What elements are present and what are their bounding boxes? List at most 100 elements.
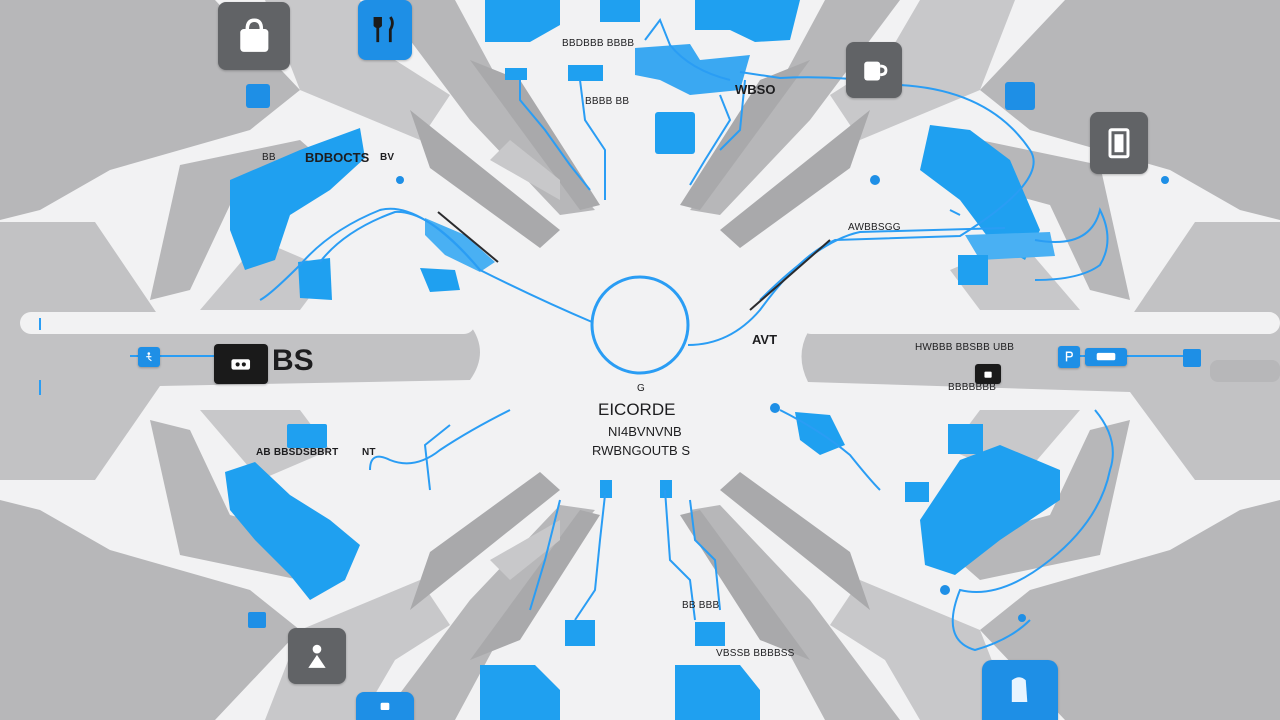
road-ne-2 bbox=[830, 0, 1015, 140]
pin-dot-2 bbox=[870, 175, 880, 185]
road-north-mid bbox=[490, 140, 560, 200]
fork-knife-glyph bbox=[373, 16, 395, 43]
area-bottom-left bbox=[480, 665, 560, 720]
shopping-bag-glyph bbox=[239, 18, 269, 52]
info-icon[interactable] bbox=[356, 692, 414, 720]
road-east-main bbox=[801, 222, 1280, 480]
info-glyph bbox=[380, 703, 390, 711]
road-south-mid bbox=[490, 520, 560, 580]
route-east-far bbox=[1034, 207, 1109, 281]
area-top-block bbox=[655, 112, 695, 154]
area-south-block-1 bbox=[600, 480, 612, 498]
area-top-right bbox=[695, 0, 800, 42]
luggage-icon[interactable] bbox=[982, 660, 1058, 720]
area-sw-terminal bbox=[225, 462, 360, 600]
area-bottom-left-b bbox=[565, 620, 595, 646]
label-center-line3: RWBNGOUTB S bbox=[592, 443, 690, 458]
restroom-icon[interactable] bbox=[288, 628, 346, 684]
road-sw-3 bbox=[380, 505, 595, 720]
route-west-loop bbox=[259, 207, 593, 323]
baggage-icon[interactable] bbox=[975, 364, 1001, 384]
route-se-loop bbox=[951, 409, 1114, 652]
area-w-small bbox=[420, 268, 460, 292]
area-ne-terminal bbox=[920, 125, 1040, 260]
area-top-gate bbox=[635, 44, 750, 95]
route-top-right-feeder-2 bbox=[719, 79, 746, 151]
label-bottom-pair: BB BBB bbox=[682, 600, 720, 611]
coffee-icon[interactable] bbox=[846, 42, 902, 98]
road-se-4 bbox=[720, 472, 870, 610]
label-left-cluster-sub: BB bbox=[262, 152, 276, 163]
parking-icon[interactable] bbox=[1058, 346, 1080, 368]
route-south-left bbox=[574, 494, 606, 621]
road-sw-4 bbox=[410, 472, 560, 610]
area-ne-extra bbox=[965, 232, 1055, 260]
area-se-terminal bbox=[920, 445, 1060, 575]
label-left-big: BS bbox=[272, 344, 314, 377]
accessibility-icon[interactable] bbox=[138, 347, 160, 367]
label-right-road: HWBBB BBSBB UBB bbox=[915, 342, 1015, 353]
map-pins bbox=[246, 82, 1201, 628]
route-south-left-2 bbox=[529, 499, 561, 611]
terminal-areas bbox=[225, 0, 1060, 720]
label-center-line2: NI4BVNVNB bbox=[608, 424, 682, 439]
pin-dot-3 bbox=[1161, 176, 1169, 184]
runway-markings bbox=[437, 211, 831, 311]
route-top-right-feeder bbox=[689, 94, 732, 186]
label-lower-left-right: NT bbox=[362, 447, 376, 458]
route-south-right-2 bbox=[689, 499, 721, 611]
road-nw-2 bbox=[265, 0, 450, 140]
pin-dot-6 bbox=[1018, 614, 1026, 622]
ticket-icon[interactable] bbox=[214, 344, 268, 384]
road-nw-4 bbox=[410, 110, 560, 248]
ticket-glyph bbox=[231, 358, 251, 370]
road-se-2 bbox=[830, 580, 1015, 720]
central-roundabout bbox=[590, 275, 690, 375]
area-top-left bbox=[485, 0, 560, 42]
coffee-glyph bbox=[863, 61, 888, 81]
road-south-spoke-left bbox=[470, 510, 600, 660]
restroom-glyph bbox=[308, 644, 326, 668]
transit-icon[interactable] bbox=[1085, 348, 1127, 366]
route-ne-feeder bbox=[949, 209, 961, 216]
road-south-spoke-right bbox=[680, 510, 810, 660]
road-nw-3 bbox=[380, 0, 595, 215]
label-left-cluster-right: BV bbox=[380, 152, 395, 163]
transit-glyph bbox=[1096, 353, 1116, 361]
runway-nw-marking bbox=[437, 211, 499, 263]
label-right-road-sub: BBBBBBB bbox=[948, 382, 997, 393]
route-west-loop-2 bbox=[319, 210, 481, 271]
route-sw-feeder bbox=[369, 409, 511, 471]
road-se-3 bbox=[690, 505, 900, 720]
route-top-left-feeder bbox=[519, 80, 591, 191]
fork-knife-icon[interactable] bbox=[358, 0, 412, 60]
shopping-bag-icon[interactable] bbox=[218, 2, 290, 70]
area-top-small-1 bbox=[505, 68, 527, 80]
road-east-divider bbox=[800, 312, 1280, 334]
area-bottom-right-b bbox=[695, 622, 725, 646]
luggage-glyph bbox=[1012, 677, 1028, 703]
road-nw-6 bbox=[200, 240, 330, 310]
route-se-feeder bbox=[779, 409, 881, 491]
accessibility-glyph bbox=[146, 352, 152, 362]
pin-top-left bbox=[246, 84, 270, 108]
area-se-block-1 bbox=[948, 424, 983, 454]
pin-dot-4 bbox=[770, 403, 780, 413]
road-east-lane bbox=[1210, 360, 1280, 382]
label-middle-right: AVT bbox=[752, 332, 778, 347]
label-left-cluster: BDBOCTS bbox=[305, 150, 370, 165]
baggage-glyph bbox=[984, 371, 992, 378]
area-south-block-2 bbox=[660, 480, 672, 498]
area-nw-terminal bbox=[230, 128, 365, 270]
pin-dot-5 bbox=[940, 585, 950, 595]
pin-east-square bbox=[1183, 349, 1201, 367]
runway-ne-marking bbox=[749, 239, 831, 311]
area-bottom-right bbox=[675, 665, 760, 720]
elevator-icon[interactable] bbox=[1090, 112, 1148, 174]
pin-sw bbox=[248, 612, 266, 628]
area-top-left-b bbox=[600, 0, 640, 22]
label-center-title: EICORDE bbox=[598, 400, 676, 419]
label-right-upper: AWBBSGG bbox=[848, 222, 901, 233]
pin-ne bbox=[1005, 82, 1035, 110]
